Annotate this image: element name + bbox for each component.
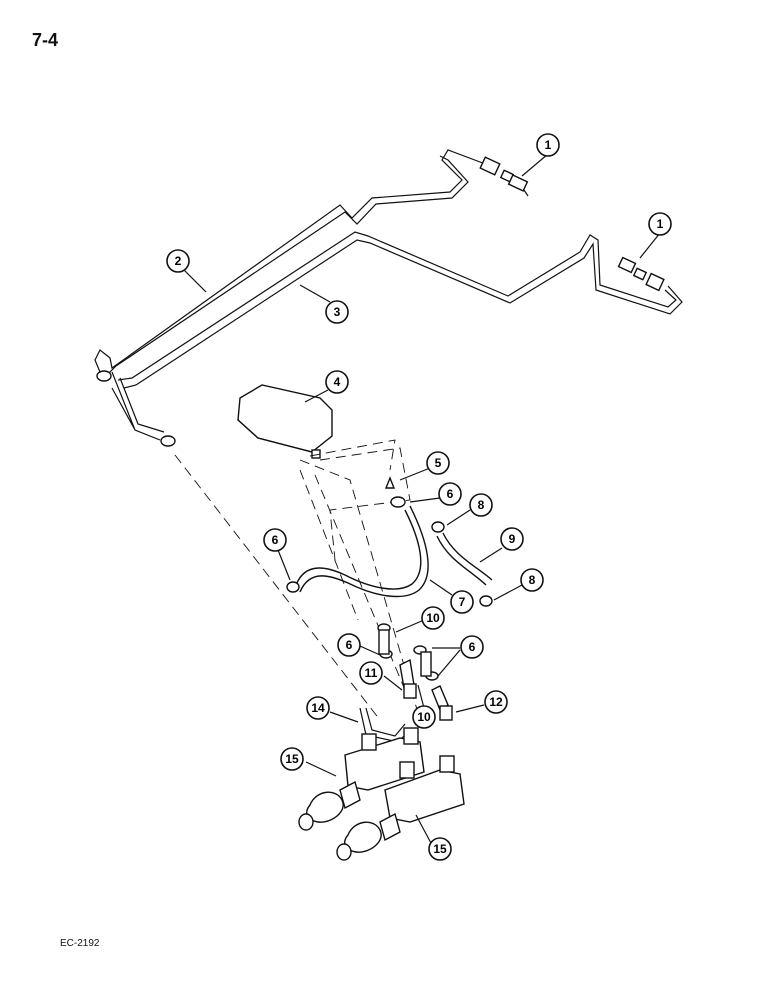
- callout-9: 9: [500, 527, 524, 551]
- callout-15-front: 15: [428, 837, 452, 861]
- connectors-10: [378, 629, 432, 677]
- callout-8-a: 8: [469, 493, 493, 517]
- assembly-dashed-lines: [174, 439, 421, 721]
- brake-pipe-3: [111, 231, 683, 441]
- pipe-nut-lower: [160, 435, 176, 447]
- callout-12: 12: [484, 690, 508, 714]
- callout-15-rear: 15: [280, 747, 304, 771]
- fluid-reservoir-4: [237, 384, 333, 459]
- elbow-fittings: [399, 658, 453, 721]
- callout-label: 15: [285, 752, 299, 766]
- callout-label: 4: [334, 375, 341, 389]
- callout-7: 7: [450, 590, 474, 614]
- figure-code: EC-2192: [60, 938, 100, 949]
- callout-label: 10: [426, 611, 440, 625]
- callout-2: 2: [166, 249, 190, 273]
- callout-label: 14: [311, 701, 325, 715]
- callout-6-a: 6: [438, 482, 462, 506]
- callout-label: 6: [469, 640, 476, 654]
- callout-10-a: 10: [421, 606, 445, 630]
- callout-5: 5: [426, 451, 450, 475]
- callout-label: 7: [459, 595, 466, 609]
- callout-label: 12: [489, 695, 503, 709]
- callout-label: 1: [545, 138, 552, 152]
- callout-label: 15: [433, 842, 447, 856]
- callout-label: 6: [346, 638, 353, 652]
- callout-label: 6: [272, 533, 279, 547]
- brake-pipe-2: [94, 149, 489, 379]
- callout-label: 2: [175, 254, 182, 268]
- bleed-fitting-1-upper: [479, 156, 529, 197]
- callout-1-upper: 1: [536, 133, 560, 157]
- callout-label: 1: [657, 217, 664, 231]
- callout-4: 4: [325, 370, 349, 394]
- callout-6-c: 6: [337, 633, 361, 657]
- callout-label: 5: [435, 456, 442, 470]
- master-cylinder-15-rear: [298, 727, 425, 831]
- bleed-fitting-1-lower: [617, 256, 665, 292]
- callout-label: 11: [365, 666, 378, 680]
- callout-label: 6: [447, 487, 454, 501]
- callout-6-b: 6: [263, 528, 287, 552]
- callout-3: 3: [325, 300, 349, 324]
- callout-label: 10: [417, 710, 431, 724]
- callout-6-d: 6: [460, 635, 484, 659]
- callout-label: 9: [509, 532, 516, 546]
- hose-7: [295, 509, 422, 590]
- callout-label: 8: [478, 498, 485, 512]
- master-cylinder-15-front: [336, 755, 465, 861]
- callout-8-b: 8: [520, 568, 544, 592]
- callout-label: 8: [529, 573, 536, 587]
- hose-9: [436, 535, 487, 586]
- callout-11: 11: [359, 661, 383, 685]
- callout-1-lower: 1: [648, 212, 672, 236]
- pipe-nut-left: [96, 370, 112, 382]
- page-number: 7-4: [32, 30, 59, 50]
- callout-10-b: 10: [412, 705, 436, 729]
- callout-14: 14: [306, 696, 330, 720]
- callout-label: 3: [334, 305, 341, 319]
- callout-leaders: [183, 153, 661, 846]
